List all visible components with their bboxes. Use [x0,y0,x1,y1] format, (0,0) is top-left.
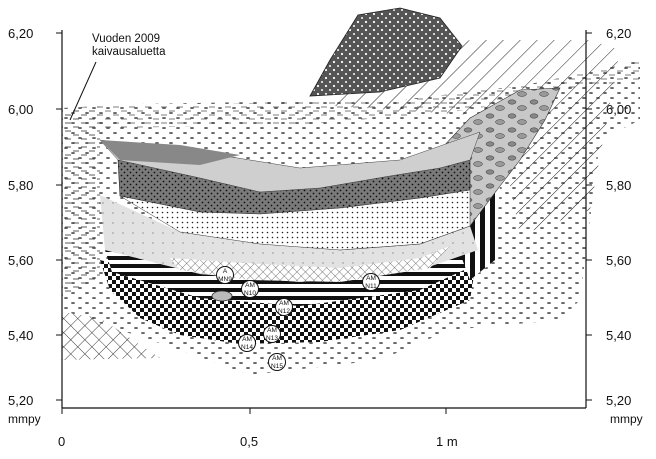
sample-marker-n13: AM N13 [263,325,281,343]
sample-marker-n12: AM N12 [275,298,293,316]
pit-horizontal-stripe-layer [105,238,490,306]
x-tick-label: 0 [58,434,65,449]
sample-marker-n11: AM N11 [362,273,380,291]
sample-marker-top: AM [279,300,289,307]
left-tick-label: 6,00 [8,102,33,117]
left-dashed-layer [62,106,100,300]
left-tick-label: 5,20 [8,393,33,408]
sample-marker-top: AM [245,282,255,289]
x-tick-label: 0,5 [240,434,258,449]
right-tick-label: 5,60 [606,253,631,268]
left-axis-unit: mmpy [8,412,41,426]
sample-marker-n10: AM N10 [241,280,259,298]
sample-marker-n15: AM N15 [268,353,286,371]
upper-dashed-band [100,60,640,128]
x-axis-ticks: 0 0,5 1 m [58,408,458,449]
right-tick-label: 5,80 [606,178,631,193]
right-tick-label: 5,20 [606,393,631,408]
left-axis-ticks: 6,20 6,00 5,80 5,60 5,40 5,20 mmpy [8,26,62,426]
sample-marker-top: AM [272,355,282,362]
annotation-leader-line [69,61,97,121]
excavation-annotation: Vuoden 2009 kaivausaluetta [69,33,166,121]
sample-marker-n14: AM N14 [238,334,256,352]
right-tick-label: 5,40 [606,328,631,343]
stone [211,290,233,302]
fine-crosshatch-layer [170,246,450,282]
left-tick-label: 5,60 [8,253,33,268]
right-tick-label: 6,20 [606,26,631,41]
annotation-line-2: kaivausaluetta [92,46,166,58]
sample-marker-bottom: MN9 [218,276,232,283]
sample-marker-bottom: N11 [365,283,377,290]
gray-wedge-layer [100,140,240,165]
left-tick-label: 6,20 [8,26,33,41]
sample-marker-top: AM [267,327,277,334]
left-tick-label: 5,80 [8,178,33,193]
cross-hatched-layer [62,312,160,360]
x-tick-label: 1 m [436,434,458,449]
sample-marker-top: AM [242,336,252,343]
right-axis-unit: mmpy [610,412,643,426]
sample-marker-top: A [223,268,228,275]
annotation-line-1: Vuoden 2009 [92,33,160,45]
dark-mound-layer [309,7,463,97]
right-axis-ticks: 6,20 6,00 5,80 5,60 5,40 5,20 mmpy [586,26,643,426]
sample-marker-mn9: A MN9 [216,266,234,284]
left-tick-label: 5,40 [8,328,33,343]
sample-marker-bottom: N14 [241,344,253,351]
white-lens-layer [119,189,471,251]
sample-marker-bottom: N13 [266,335,278,342]
right-tick-label: 6,00 [606,102,631,117]
sample-marker-bottom: N12 [278,308,290,315]
sample-marker-top: AM [366,275,376,282]
sample-marker-bottom: N10 [244,290,256,297]
sample-marker-bottom: N15 [271,363,283,370]
